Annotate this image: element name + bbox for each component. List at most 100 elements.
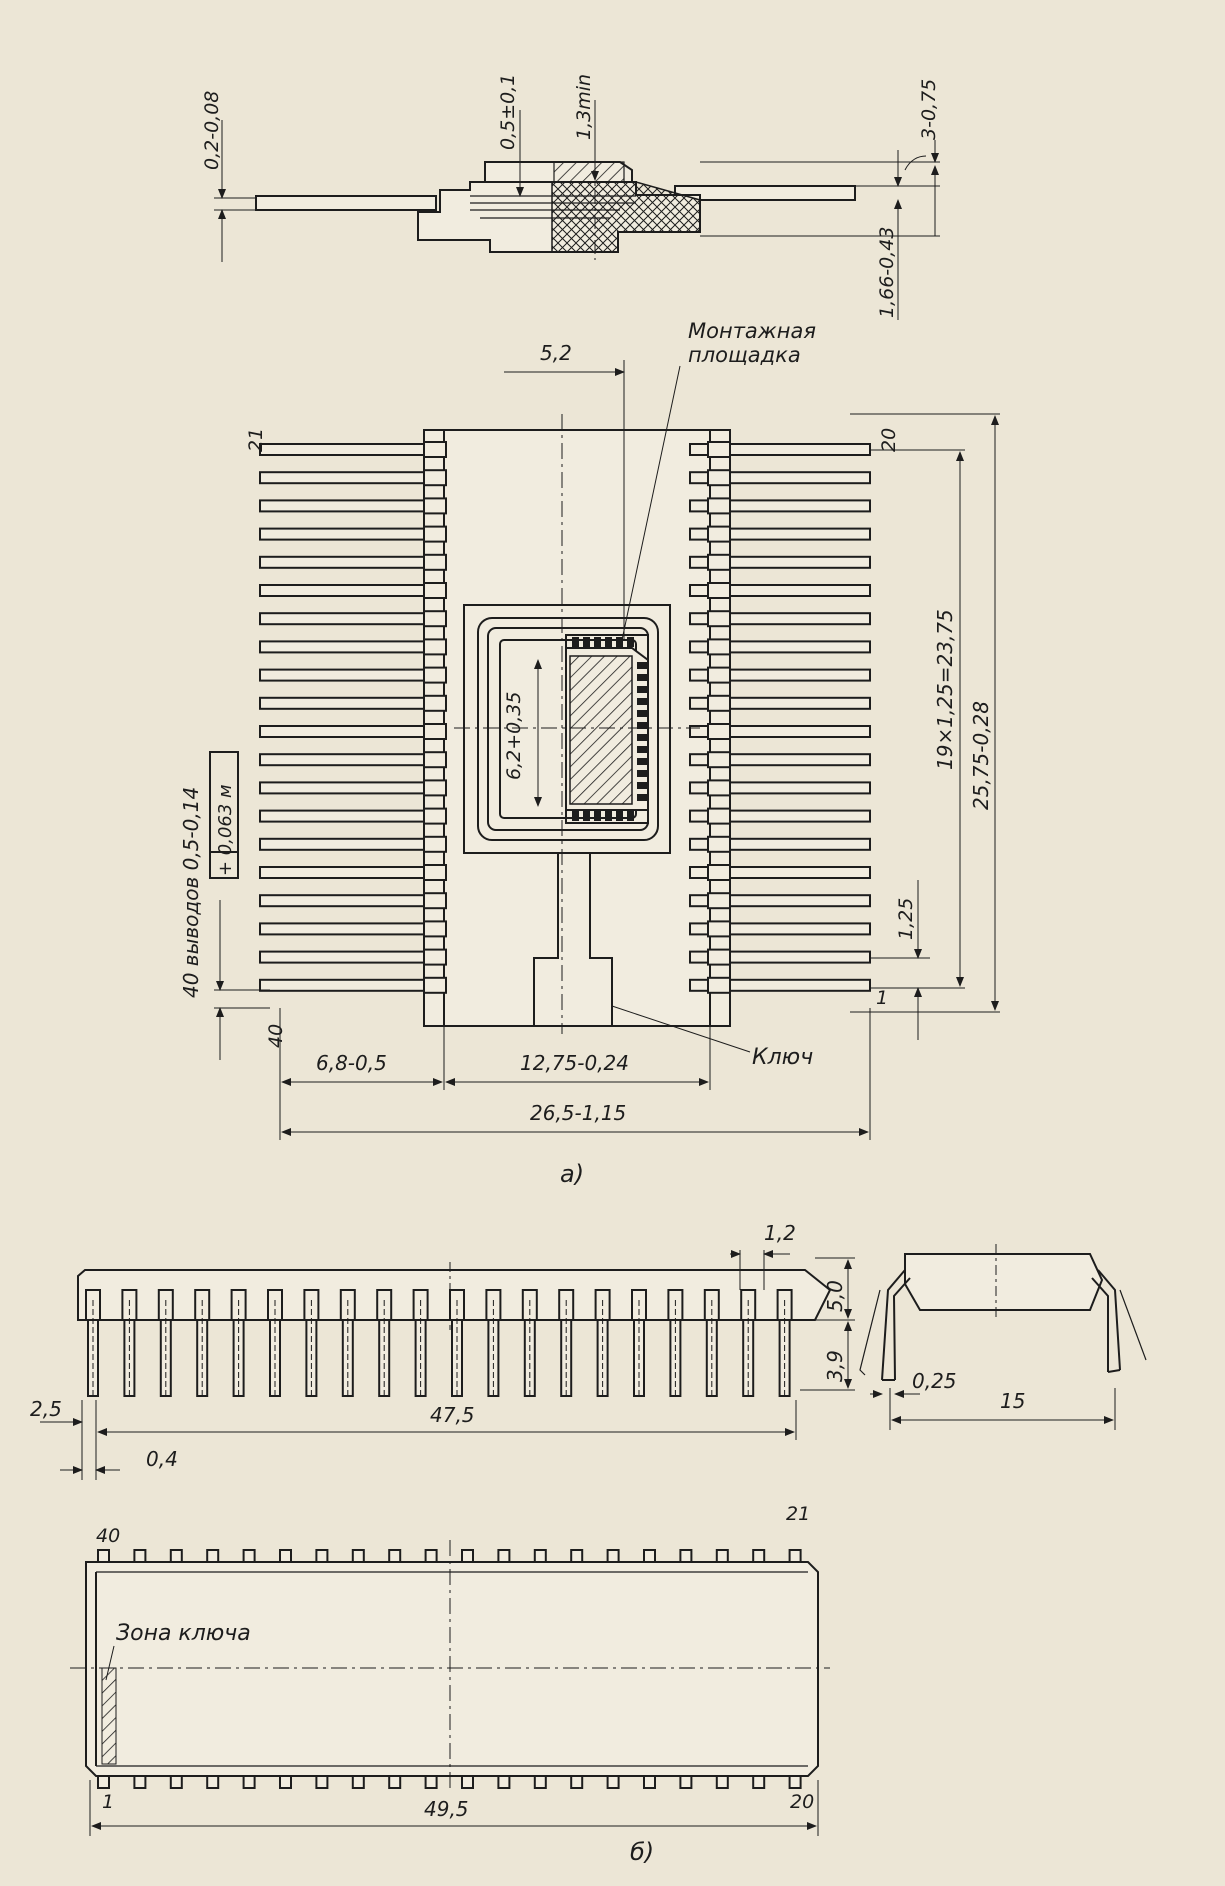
label-mount-line2: площадка bbox=[688, 343, 801, 367]
lead-right bbox=[689, 866, 871, 879]
lead-right bbox=[689, 809, 871, 823]
bond-pad bbox=[637, 710, 647, 717]
pin-label-40: 40 bbox=[265, 1024, 287, 1048]
lead-right bbox=[689, 837, 871, 851]
lead-left bbox=[259, 555, 445, 569]
lead-right bbox=[689, 471, 871, 485]
bond-pad bbox=[594, 637, 601, 647]
die-area bbox=[565, 634, 649, 824]
lead-left-pad bbox=[423, 469, 447, 487]
lead-left bbox=[259, 950, 445, 964]
bond-pad bbox=[583, 811, 590, 821]
bond-pad bbox=[637, 662, 647, 669]
lead-left bbox=[259, 894, 445, 908]
lead-right bbox=[689, 527, 871, 541]
lead-right bbox=[689, 555, 871, 569]
lead-right bbox=[689, 781, 871, 795]
dim-pitch-label: 1,25 bbox=[895, 898, 917, 940]
top-pin-lower bbox=[424, 1775, 438, 1789]
lead-right-pad bbox=[707, 779, 731, 797]
bond-pad bbox=[616, 811, 623, 821]
lead-left-pad bbox=[423, 807, 447, 825]
bond-pad bbox=[637, 734, 647, 741]
bond-pad bbox=[637, 770, 647, 777]
side-view-section: 0,2-0,08 0,5±0,1 1,3min 3-0,75 1,66-0,43 bbox=[201, 74, 940, 320]
leads-right-group bbox=[689, 441, 871, 994]
lead-right-pad bbox=[707, 525, 731, 543]
top-pin-upper bbox=[533, 1549, 547, 1563]
lead-left bbox=[259, 809, 445, 823]
lead-left-pad bbox=[423, 441, 447, 458]
die-crystal bbox=[569, 655, 633, 805]
top-pin-upper bbox=[351, 1549, 365, 1563]
lead-left bbox=[259, 584, 445, 597]
lead-left bbox=[259, 922, 445, 936]
top-pin-lower bbox=[388, 1775, 402, 1789]
top-pin-upper bbox=[169, 1549, 183, 1563]
bond-pad bbox=[583, 637, 590, 647]
lead-left bbox=[259, 640, 445, 654]
top-pin-lower bbox=[679, 1775, 693, 1789]
top-pin-lower bbox=[497, 1775, 511, 1789]
top-pin-lower bbox=[570, 1775, 584, 1789]
lead-right bbox=[689, 753, 871, 767]
pin-label-1: 1 bbox=[876, 987, 888, 1009]
lead-left-pad bbox=[423, 892, 447, 910]
top-pin-lower bbox=[315, 1775, 329, 1789]
dim-right-bottom-label: 1,66-0,43 bbox=[876, 227, 898, 318]
lead-right-pad bbox=[707, 948, 731, 966]
dim-cover-label: 0,5±0,1 bbox=[497, 74, 519, 150]
lead-right bbox=[689, 894, 871, 908]
lead-right-pad bbox=[707, 694, 731, 712]
top-pin-lower bbox=[752, 1775, 766, 1789]
label-key: Ключ bbox=[752, 1045, 813, 1070]
top-pin-upper bbox=[570, 1549, 584, 1563]
dim-thickness-label: 0,2-0,08 bbox=[201, 91, 223, 170]
top-pin-upper bbox=[461, 1549, 474, 1563]
dim-leads-tol-label: + 0,063 м bbox=[215, 784, 236, 876]
bond-pad bbox=[637, 674, 647, 681]
top-pin-lower bbox=[606, 1775, 620, 1789]
lead-right-pad bbox=[707, 920, 731, 938]
top-pin-upper bbox=[242, 1549, 256, 1563]
dim-length-label: 49,5 bbox=[424, 1797, 469, 1821]
lead-right-pad bbox=[707, 751, 731, 769]
top-pin-upper bbox=[206, 1549, 220, 1563]
bond-pad bbox=[627, 811, 634, 821]
bond-pad bbox=[637, 794, 647, 801]
lead-left bbox=[259, 499, 445, 513]
lead-left-pad bbox=[423, 525, 447, 543]
dim-lead-len-label: 6,8-0,5 bbox=[316, 1051, 387, 1075]
plan-view: 5,2 Монтажная площадка 6,2+0,35 21 20 40… bbox=[179, 319, 1000, 1188]
lead-left-pad bbox=[423, 638, 447, 656]
bond-pads bbox=[572, 637, 647, 821]
caption-b: б) bbox=[630, 1838, 654, 1866]
lead-left-pad bbox=[423, 864, 447, 881]
lead-right bbox=[689, 499, 871, 513]
lead-right bbox=[689, 922, 871, 936]
lead-left bbox=[259, 753, 445, 767]
lead-left-pad bbox=[423, 779, 447, 797]
lead-left-pad bbox=[423, 976, 447, 994]
bond-pad bbox=[594, 811, 601, 821]
top-pin-lower bbox=[788, 1775, 802, 1789]
dim-span-label: 47,5 bbox=[430, 1403, 475, 1427]
lead-left bbox=[259, 527, 445, 541]
lead-right-pad bbox=[707, 807, 731, 825]
bond-pad bbox=[637, 746, 647, 753]
lead-left-pad bbox=[423, 694, 447, 712]
lead-left bbox=[259, 781, 445, 795]
dim-offset-b-label: 2,5 bbox=[30, 1397, 62, 1421]
top-pin-upper bbox=[97, 1549, 110, 1563]
key-zone-hatch bbox=[101, 1667, 117, 1765]
lead-left bbox=[259, 837, 445, 851]
top-pin-upper bbox=[388, 1549, 402, 1563]
top-pin-upper bbox=[715, 1549, 729, 1563]
front-leads-group bbox=[85, 1289, 793, 1397]
top-pin-lower bbox=[643, 1775, 656, 1789]
bond-pad bbox=[605, 637, 612, 647]
top-pin-upper bbox=[606, 1549, 620, 1563]
top-pin-upper bbox=[315, 1549, 329, 1563]
dim-leads-label: 40 выводов 0,5-0,14 bbox=[179, 787, 203, 998]
